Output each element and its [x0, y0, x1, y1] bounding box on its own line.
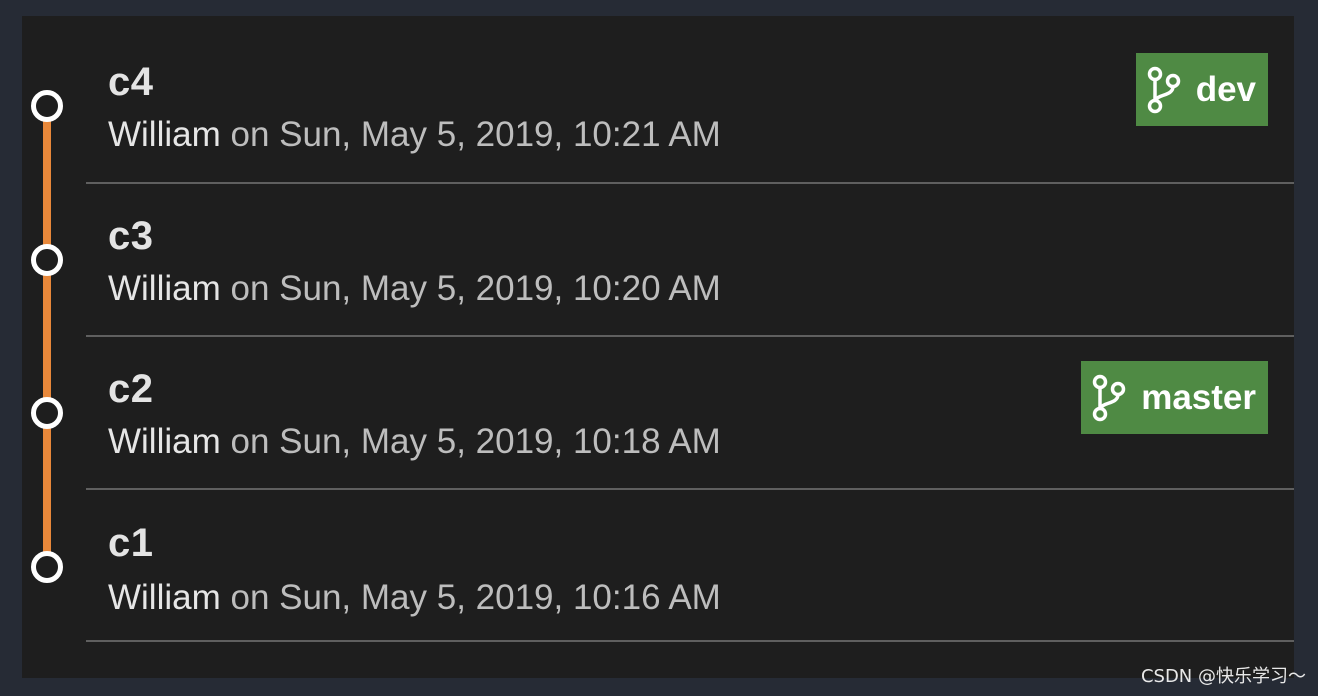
- commit-row[interactable]: c4 William on Sun, May 5, 2019, 10:21 AM…: [22, 16, 1294, 184]
- commit-author: William: [108, 269, 221, 308]
- commit-meta: William on Sun, May 5, 2019, 10:20 AM: [108, 271, 721, 306]
- commit-history-panel: c4 William on Sun, May 5, 2019, 10:21 AM…: [22, 16, 1294, 678]
- commit-author: William: [108, 115, 221, 154]
- commit-node-icon: [31, 244, 63, 276]
- row-divider: [86, 488, 1294, 490]
- commit-date: on Sun, May 5, 2019, 10:16 AM: [230, 578, 721, 617]
- commit-date: on Sun, May 5, 2019, 10:21 AM: [230, 115, 721, 154]
- branch-label: master: [1141, 378, 1256, 417]
- commit-meta: William on Sun, May 5, 2019, 10:18 AM: [108, 424, 721, 459]
- commit-date: on Sun, May 5, 2019, 10:20 AM: [230, 269, 721, 308]
- commit-row[interactable]: c3 William on Sun, May 5, 2019, 10:20 AM: [22, 170, 1294, 337]
- branch-tag-master[interactable]: master: [1081, 361, 1268, 434]
- commit-node-icon: [31, 397, 63, 429]
- commit-node-icon: [31, 90, 63, 122]
- commit-message: c1: [108, 521, 154, 565]
- commit-author: William: [108, 578, 221, 617]
- commit-meta: William on Sun, May 5, 2019, 10:21 AM: [108, 117, 721, 152]
- commit-row[interactable]: c2 William on Sun, May 5, 2019, 10:18 AM…: [22, 323, 1294, 490]
- commit-row[interactable]: c1 William on Sun, May 5, 2019, 10:16 AM: [22, 477, 1294, 642]
- branch-tag-dev[interactable]: dev: [1135, 53, 1268, 126]
- commit-author: William: [108, 422, 221, 461]
- commit-message: c4: [108, 60, 154, 104]
- commit-meta: William on Sun, May 5, 2019, 10:16 AM: [108, 580, 721, 615]
- commit-graph-line: [43, 106, 51, 568]
- watermark: CSDN @快乐学习～: [1140, 666, 1306, 687]
- commit-message: c3: [108, 214, 154, 258]
- git-branch-icon: [1147, 66, 1180, 113]
- commit-message: c2: [108, 367, 154, 411]
- git-branch-icon: [1092, 374, 1126, 421]
- row-divider: [86, 335, 1294, 337]
- commit-node-icon: [31, 551, 63, 583]
- row-divider: [86, 182, 1294, 184]
- row-divider: [86, 640, 1294, 642]
- commit-date: on Sun, May 5, 2019, 10:18 AM: [230, 422, 721, 461]
- branch-label: dev: [1195, 70, 1256, 109]
